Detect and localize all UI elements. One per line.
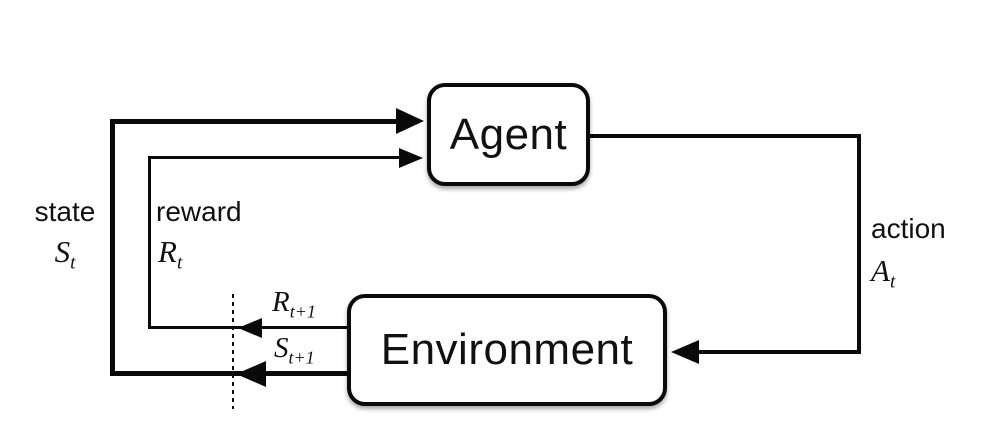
state-arrowhead-icon [396, 108, 424, 134]
state-line-vertical [110, 119, 115, 376]
action-line-bottom [688, 350, 861, 354]
next-state-symbol-label: St+1 [274, 332, 315, 368]
action-line-vertical [857, 134, 861, 354]
environment-node-label: Environment [380, 325, 634, 374]
timestep-boundary-dashed-line [232, 294, 234, 409]
state-subscript: t [70, 252, 76, 274]
agent-node-box: Agent [427, 83, 590, 186]
action-subscript: t [889, 271, 896, 293]
next-reward-subscript: t+1 [289, 301, 316, 322]
next-state-subscript: t+1 [288, 347, 315, 368]
state-line-bottom [110, 371, 347, 376]
action-word-label: action [871, 213, 946, 244]
next-state-symbol: S [274, 332, 289, 364]
environment-node-box: Environment [347, 294, 667, 406]
action-arrowhead-icon [671, 340, 699, 364]
reward-subscript: t [176, 252, 183, 274]
action-symbol-label: At [871, 253, 895, 292]
reward-line-vertical [148, 156, 151, 328]
next-reward-arrowhead-icon [238, 318, 262, 338]
next-reward-symbol: R [272, 286, 290, 318]
agent-node-label: Agent [449, 109, 568, 159]
reward-arrowhead-icon [399, 148, 423, 168]
action-symbol: A [871, 253, 890, 288]
state-symbol: S [54, 234, 71, 269]
state-symbol-label: St [20, 234, 110, 273]
reward-word-label: reward [156, 196, 242, 227]
next-state-arrowhead-icon [236, 361, 266, 387]
state-word-label: state [34, 196, 96, 227]
reward-line-top [148, 156, 399, 159]
reward-symbol-label: Rt [158, 234, 182, 273]
state-line-top [110, 119, 396, 124]
reward-symbol: R [158, 234, 177, 269]
next-reward-symbol-label: Rt+1 [272, 286, 316, 322]
action-line-top [590, 134, 861, 138]
